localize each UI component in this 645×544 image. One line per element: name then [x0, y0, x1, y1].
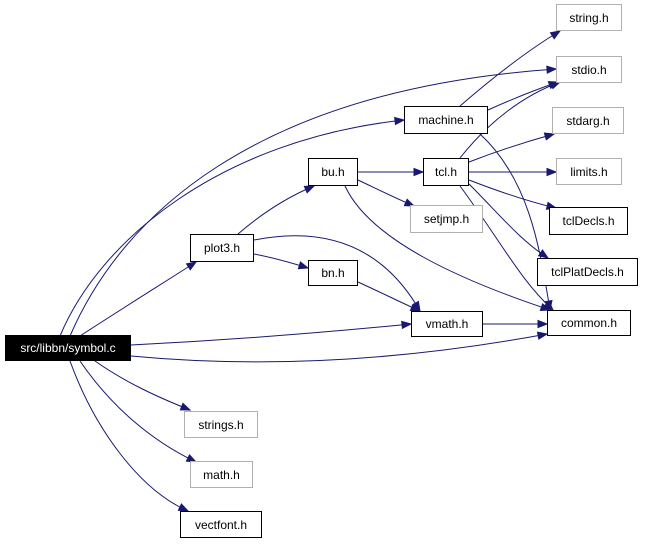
- edge-plot3_h-to-bu_h: [237, 185, 315, 235]
- node-string-h[interactable]: string.h: [556, 4, 622, 31]
- arrowhead-bn_h-to-vmath_h: [409, 303, 422, 312]
- arrowhead-plot3_h-to-bn_h: [297, 261, 310, 270]
- arrowhead-tcl_h-to-limits_h: [546, 167, 558, 177]
- edge-root-to-stdio_h: [69, 68, 557, 337]
- node-label: vmath.h: [425, 317, 469, 331]
- node-label: limits.h: [570, 164, 608, 179]
- node-label: src/libbn/symbol.c: [20, 341, 116, 355]
- edge-root-to-vectfont_h: [69, 360, 189, 512]
- edge-root-to-math_h: [79, 360, 197, 463]
- arrowhead-bu_h-to-tcl_h: [413, 167, 425, 177]
- node-label: tclPlatDecls.h: [551, 265, 624, 279]
- edge-root-to-machine_h: [59, 119, 405, 337]
- node-strings-h[interactable]: strings.h: [184, 411, 258, 438]
- node-setjmp-h[interactable]: setjmp.h: [410, 205, 483, 233]
- node-label: stdio.h: [571, 62, 607, 77]
- edge-plot3_h-to-vmath_h: [253, 235, 421, 312]
- arrowhead-plot3_h-to-bu_h: [303, 185, 316, 194]
- node-label: vectfont.h: [194, 517, 248, 532]
- node-label: math.h: [203, 467, 240, 482]
- edge-root-to-strings_h: [94, 360, 191, 411]
- arrowhead-root-to-plot3_h: [185, 261, 198, 271]
- node-vectfont-h[interactable]: vectfont.h: [180, 511, 262, 538]
- edge-root-to-vmath_h: [130, 323, 412, 346]
- edge-tcl_h-to-stdio_h: [459, 81, 561, 159]
- node-label: plot3.h: [203, 241, 241, 255]
- edge-root-to-common_h: [130, 333, 548, 363]
- node-bn-h[interactable]: bn.h: [308, 260, 358, 286]
- node-common-h[interactable]: common.h: [547, 310, 631, 336]
- node-label: tcl.h: [434, 165, 457, 179]
- edge-tcl_h-to-stdarg_h: [468, 133, 555, 163]
- arrowhead-root-to-machine_h: [394, 116, 406, 126]
- edge-root-to-plot3_h: [79, 261, 197, 337]
- arrowhead-tcl_h-to-tclPlatDecls_h: [537, 249, 550, 259]
- edge-tcl_h-to-common_h: [459, 185, 554, 311]
- edge-bu_h-to-common_h: [344, 185, 551, 311]
- arrowhead-root-to-strings_h: [179, 402, 192, 411]
- arrowhead-tcl_h-to-stdio_h: [549, 81, 562, 90]
- node-machine-h[interactable]: machine.h: [404, 106, 488, 134]
- node-label: setjmp.h: [423, 212, 470, 226]
- node-plot3-h[interactable]: plot3.h: [190, 234, 254, 262]
- arrowhead-vmath_h-to-common_h: [537, 319, 549, 329]
- node-bu-h[interactable]: bu.h: [308, 158, 358, 186]
- node-stdio-h[interactable]: stdio.h: [556, 56, 622, 83]
- node-math-h[interactable]: math.h: [190, 461, 253, 488]
- arrowhead-tcl_h-to-common_h: [543, 300, 555, 311]
- node-limits-h[interactable]: limits.h: [556, 158, 622, 185]
- node-label: stdarg.h: [566, 113, 610, 128]
- arrowhead-tcl_h-to-stdarg_h: [543, 132, 556, 141]
- arrowhead-machine_h-to-string_h: [549, 30, 562, 40]
- arrowhead-bu_h-to-setjmp_h: [403, 198, 416, 207]
- node-tcl-h[interactable]: tcl.h: [423, 158, 469, 186]
- node-label: bn.h: [321, 266, 345, 280]
- edge-tcl_h-to-tclDecls_h: [468, 179, 557, 209]
- arrowhead-root-to-vmath_h: [401, 320, 413, 330]
- edge-machine_h-to-string_h: [459, 30, 561, 107]
- node-label: bu.h: [321, 165, 345, 179]
- node-tclplatdecls-h[interactable]: tclPlatDecls.h: [537, 258, 638, 286]
- node-label: string.h: [569, 10, 609, 25]
- edge-machine_h-to-stdio_h: [487, 81, 559, 111]
- arrowhead-root-to-vectfont_h: [177, 503, 190, 512]
- node-label: tclDecls.h: [562, 214, 615, 228]
- node-label: common.h: [560, 316, 618, 330]
- arrowhead-root-to-common_h: [536, 331, 549, 340]
- node-label: strings.h: [198, 417, 244, 432]
- node-label: machine.h: [418, 113, 474, 127]
- node-stdarg-h[interactable]: stdarg.h: [552, 107, 624, 134]
- node-src-libbn-symbol-c[interactable]: src/libbn/symbol.c: [5, 335, 131, 361]
- arrowhead-root-to-stdio_h: [546, 65, 558, 74]
- node-tcldecls-h[interactable]: tclDecls.h: [549, 207, 628, 235]
- edge-tcl_h-to-tclPlatDecls_h: [468, 183, 549, 259]
- node-vmath-h[interactable]: vmath.h: [411, 311, 483, 337]
